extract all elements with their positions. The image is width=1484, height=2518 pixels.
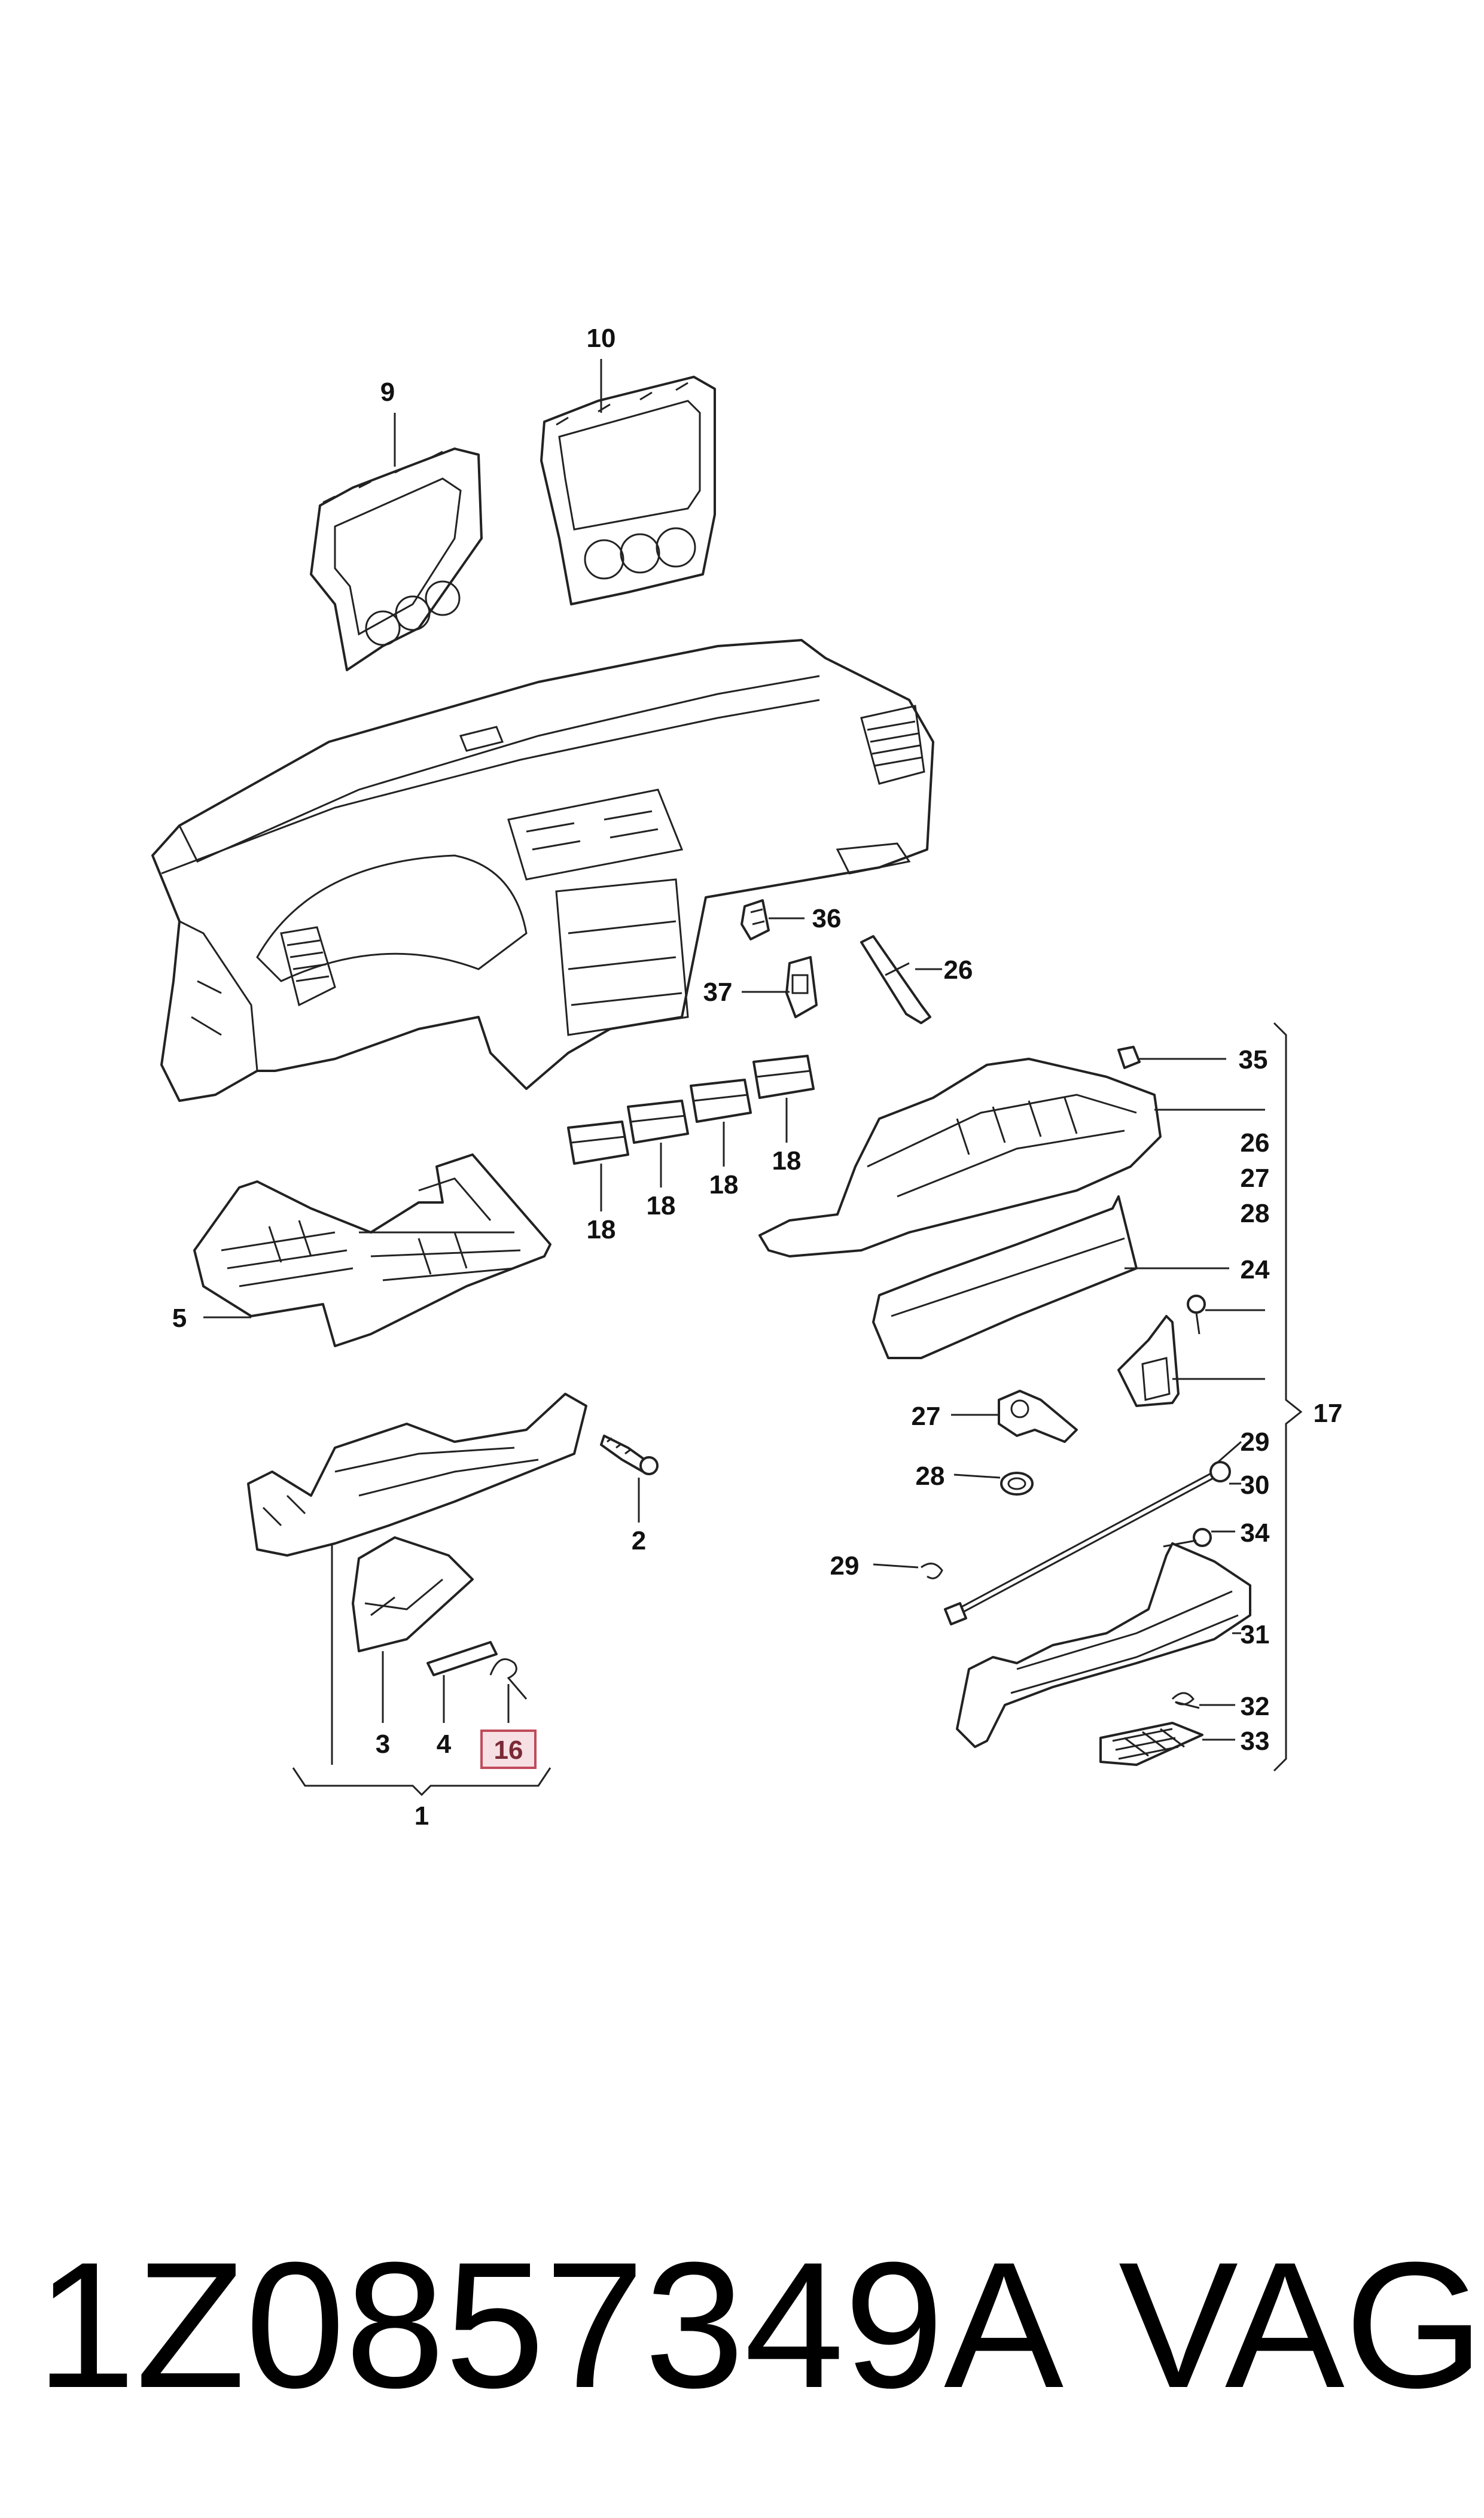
callout-2: 2 <box>632 1526 646 1555</box>
part-29-clip <box>921 1563 943 1579</box>
callout-35: 35 <box>1239 1045 1268 1074</box>
callout-30: 30 <box>1241 1470 1270 1500</box>
callout-5: 5 <box>172 1304 187 1333</box>
callout-18-c: 18 <box>709 1170 739 1199</box>
part-2-screw <box>600 1435 659 1475</box>
part-25-screw <box>1187 1295 1206 1335</box>
callout-28-left: 28 <box>916 1462 945 1491</box>
part-5-lower-cover <box>193 1153 551 1347</box>
part-latch-bracket <box>1117 1315 1180 1407</box>
part-33-grille <box>1099 1722 1203 1766</box>
callout-28-right: 28 <box>1241 1199 1270 1228</box>
leader-29b <box>873 1563 919 1569</box>
bracket-1 <box>292 1767 551 1797</box>
part-32-spring <box>1171 1692 1200 1709</box>
callout-9: 9 <box>380 377 395 407</box>
callout-29-left: 29 <box>830 1551 860 1581</box>
callout-34: 34 <box>1241 1518 1270 1548</box>
callout-29-right: 29 <box>1241 1427 1270 1457</box>
part-31-glovebox-lid <box>956 1542 1251 1748</box>
callout-27-right: 27 <box>1241 1164 1270 1193</box>
callout-3: 3 <box>376 1730 390 1759</box>
part-18-switches <box>567 1055 815 1165</box>
part-35-cap <box>1117 1046 1141 1069</box>
part-34-bolt <box>1163 1528 1212 1548</box>
callout-31: 31 <box>1241 1620 1270 1649</box>
callout-24: 24 <box>1241 1255 1270 1284</box>
callout-10: 10 <box>587 324 616 353</box>
part-number: 1Z0857349A <box>36 2224 1065 2425</box>
callout-26-right: 26 <box>1241 1128 1270 1158</box>
callout-16: 16 <box>494 1735 523 1765</box>
callout-33: 33 <box>1241 1727 1270 1756</box>
part-3-pocket <box>352 1536 474 1652</box>
part-10-trim-bezel <box>540 376 716 605</box>
part-17-glovebox-housing <box>758 1058 1162 1258</box>
callout-17: 17 <box>1314 1399 1343 1428</box>
callout-27-left: 27 <box>912 1402 941 1431</box>
part-27-hinge <box>998 1390 1078 1443</box>
part-16-spring-clip <box>489 1658 528 1700</box>
part-28-washer <box>1000 1472 1034 1496</box>
callout-18-a: 18 <box>587 1215 616 1244</box>
callout-labels: 9 10 36 26 37 35 26 27 28 24 17 27 29 28… <box>172 324 1343 1831</box>
callout-18-d: 18 <box>772 1146 802 1176</box>
callout-18-b: 18 <box>647 1191 676 1220</box>
part-26-bracket-top <box>860 935 931 1024</box>
highlight-box-16 <box>480 1730 537 1769</box>
brand-label: VAG <box>1119 2224 1484 2425</box>
bracket-17 <box>1273 1022 1303 1772</box>
part-9-trim-bezel <box>310 447 483 671</box>
leader-29a <box>1217 1441 1242 1464</box>
part-37-bracket <box>785 956 818 1018</box>
callout-36: 36 <box>812 904 842 933</box>
part-1-lower-trim <box>247 1393 587 1557</box>
leader-28b <box>953 1473 1001 1479</box>
dashboard-main <box>151 639 934 1102</box>
callout-37: 37 <box>703 978 733 1007</box>
callout-32: 32 <box>1241 1692 1270 1721</box>
part-30-rod <box>944 1461 1231 1625</box>
callout-1: 1 <box>415 1801 429 1831</box>
part-36-clip <box>741 899 770 940</box>
callout-26-top: 26 <box>944 955 973 985</box>
callout-4: 4 <box>437 1730 452 1759</box>
part-4-strip <box>426 1641 498 1676</box>
